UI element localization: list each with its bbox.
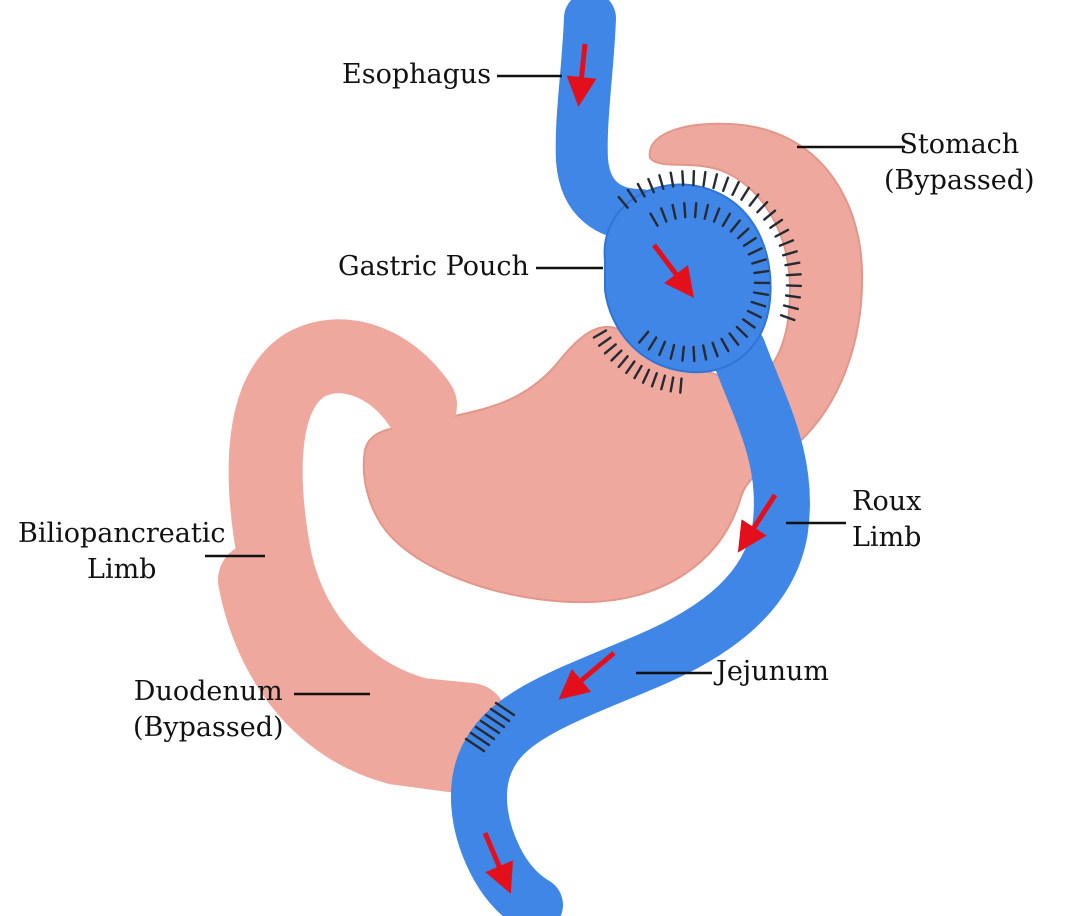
label-duodenum-line1: Duodenum <box>133 674 284 710</box>
label-stomach-line1: Stomach <box>884 127 1035 163</box>
staple-pouch-25 <box>694 347 695 361</box>
staple-stomach-10 <box>714 174 717 188</box>
label-gastric-pouch-text: Gastric Pouch <box>338 249 529 285</box>
staple-pouch-26 <box>682 347 683 361</box>
label-duodenum: Duodenum (Bypassed) <box>133 674 284 747</box>
staple-stomach-lower-1 <box>680 379 681 393</box>
label-roux-limb: Roux Limb <box>852 484 921 557</box>
label-biliopancreatic-limb-line1: Biliopancreatic <box>18 516 225 552</box>
label-biliopancreatic-limb: Biliopancreatic Limb <box>18 516 225 589</box>
staple-pouch-4 <box>684 203 685 217</box>
label-stomach: Stomach (Bypassed) <box>884 127 1035 200</box>
label-duodenum-line2: (Bypassed) <box>133 710 284 746</box>
staple-pouch-5 <box>695 203 696 217</box>
staple-stomach-9 <box>704 172 706 186</box>
staple-stomach-7 <box>682 171 683 185</box>
gastric-pouch <box>605 185 771 373</box>
label-gastric-pouch: Gastric Pouch <box>338 249 529 285</box>
staple-stomach-8 <box>693 171 694 185</box>
staple-stomach-13 <box>741 188 748 200</box>
label-roux-limb-line2: Limb <box>852 520 921 556</box>
label-esophagus: Esophagus <box>342 57 491 93</box>
staple-stomach-22 <box>787 274 801 275</box>
esophagus <box>582 18 640 215</box>
staple-stomach-12 <box>733 182 739 195</box>
label-biliopancreatic-limb-line2: Limb <box>18 552 225 588</box>
label-jejunum-text: Jejunum <box>716 654 829 690</box>
staple-stomach-23 <box>787 285 801 286</box>
label-jejunum: Jejunum <box>716 654 829 690</box>
label-esophagus-text: Esophagus <box>342 57 491 93</box>
label-stomach-line2: (Bypassed) <box>884 163 1035 199</box>
label-roux-limb-line1: Roux <box>852 484 921 520</box>
staple-stomach-11 <box>723 178 728 191</box>
staple-stomach-14 <box>750 195 759 206</box>
